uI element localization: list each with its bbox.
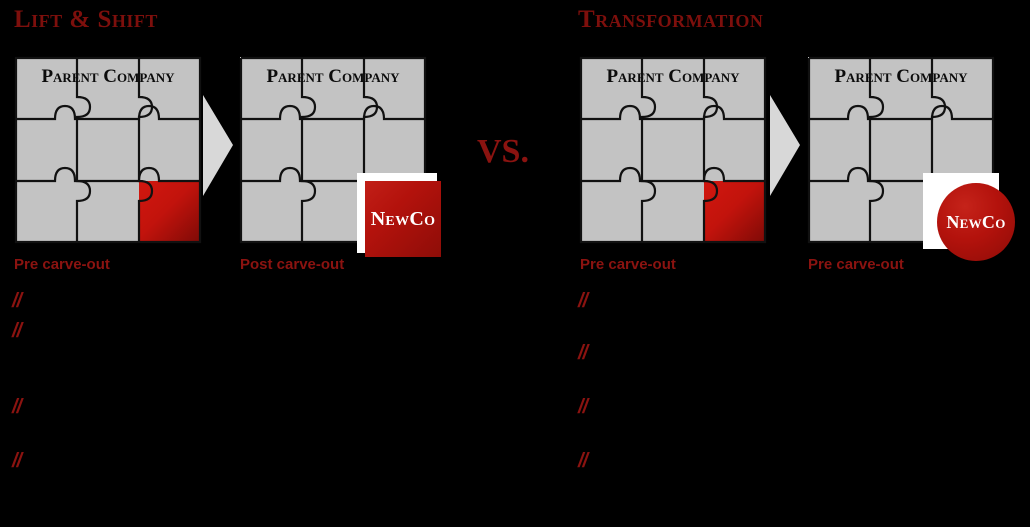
puzzle-block-right-pre: Parent Company — [579, 56, 767, 244]
newco-square-label: NewCo — [370, 207, 436, 230]
bullet-marker-right-3: // — [578, 396, 588, 418]
newco-circle-label: NewCo — [946, 211, 1006, 232]
caption-left-post: Post carve-out — [240, 256, 345, 273]
transition-arrow-left — [199, 93, 235, 198]
transition-arrow-right — [766, 93, 802, 198]
newco-square-tile: NewCo — [365, 181, 441, 257]
jigsaw-grid-icon — [14, 56, 202, 244]
bullet-marker-left-4: // — [12, 450, 22, 472]
versus-divider: VS. — [477, 133, 529, 170]
bullet-marker-left-2: // — [12, 320, 22, 342]
bullet-marker-left-3: // — [12, 396, 22, 418]
panel-title-transformation: Transformation — [578, 6, 764, 33]
newco-circle-disc: NewCo — [937, 183, 1015, 261]
bullet-marker-right-4: // — [578, 450, 588, 472]
bullet-marker-left-1: // — [12, 290, 22, 312]
jigsaw-grid-icon — [579, 56, 767, 244]
newco-circle-badge: NewCo — [923, 173, 1017, 267]
caption-right-pre: Pre carve-out — [580, 256, 676, 273]
bullet-marker-right-1: // — [578, 290, 588, 312]
caption-left-pre: Pre carve-out — [14, 256, 110, 273]
caption-right-post: Pre carve-out — [808, 256, 904, 273]
puzzle-block-left-pre: Parent Company — [14, 56, 202, 244]
newco-square-badge: NewCo — [357, 173, 445, 261]
bullet-marker-right-2: // — [578, 342, 588, 364]
panel-title-lift-and-shift: Lift & Shift — [14, 6, 158, 33]
